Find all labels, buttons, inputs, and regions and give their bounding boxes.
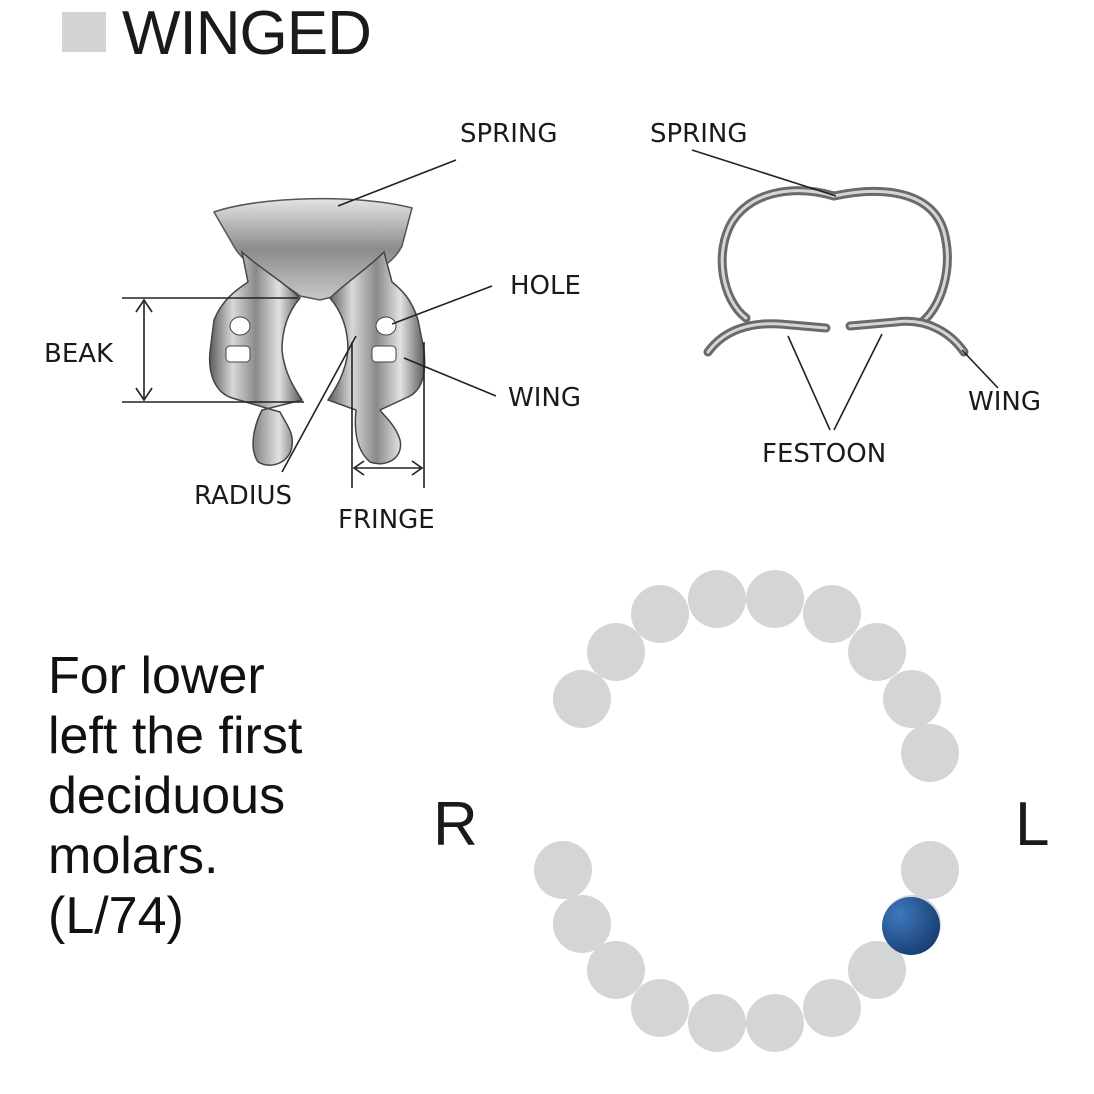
tooth (746, 570, 804, 628)
side-label-left: L (1015, 794, 1049, 856)
tooth (534, 841, 592, 899)
label-fringe: FRINGE (338, 505, 435, 535)
highlighted-tooth (882, 897, 940, 955)
festoon-leader-left (788, 336, 830, 430)
label-radius: RADIUS (194, 481, 292, 511)
tooth (631, 585, 689, 643)
tooth (901, 841, 959, 899)
description-line: For lower (48, 646, 302, 706)
label-spring-right: SPRING (650, 119, 748, 149)
spring-left-leader (338, 160, 456, 206)
tooth (688, 994, 746, 1052)
description-line: (L/74) (48, 886, 302, 946)
tooth (883, 670, 941, 728)
tooth (553, 670, 611, 728)
label-festoon: FESTOON (762, 439, 886, 469)
side-label-right: R (433, 794, 478, 856)
label-beak: BEAK (44, 339, 114, 369)
tooth (803, 585, 861, 643)
tooth (848, 623, 906, 681)
label-spring-left: SPRING (460, 119, 558, 149)
clamp-front-view (210, 199, 425, 466)
label-hole: HOLE (510, 271, 581, 301)
festoon-leader-right (834, 334, 882, 430)
label-wing-right: WING (968, 387, 1041, 417)
tooth (631, 979, 689, 1037)
spring-right-leader (692, 150, 836, 196)
description-line: molars. (48, 826, 302, 886)
tooth (901, 724, 959, 782)
tooth (587, 941, 645, 999)
label-wing-left: WING (508, 383, 581, 413)
tooth (688, 570, 746, 628)
tooth (587, 623, 645, 681)
wing-right-leader (962, 350, 998, 388)
tooth (553, 895, 611, 953)
description: For lower left the first deciduous molar… (48, 646, 302, 946)
clamp-side-view (708, 191, 964, 352)
tooth (803, 979, 861, 1037)
description-line: left the first (48, 706, 302, 766)
tooth (746, 994, 804, 1052)
tooth-arch (534, 570, 959, 1052)
description-line: deciduous (48, 766, 302, 826)
